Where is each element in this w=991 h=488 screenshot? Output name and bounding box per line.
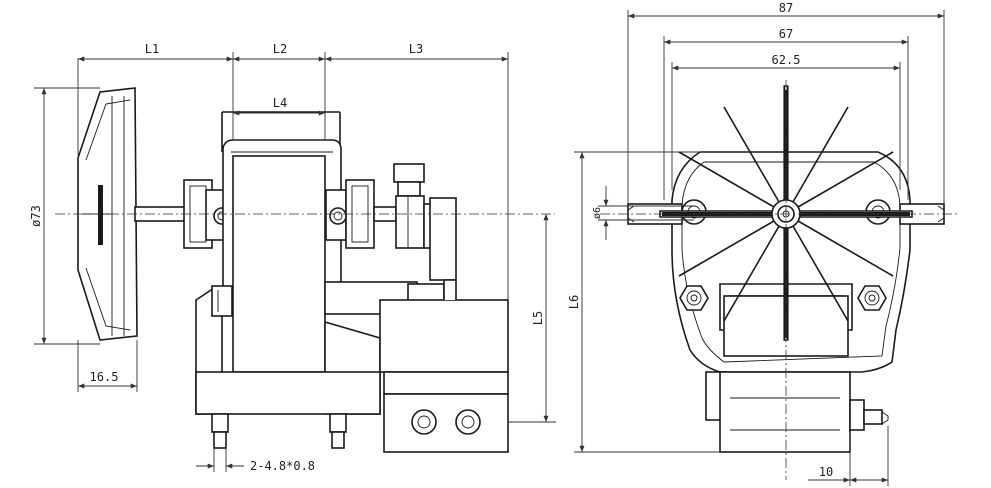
- dimension-10: 10: [808, 426, 889, 486]
- label-dia6: ø6: [592, 207, 603, 219]
- dimension-l1-l2-l3: L1 L2 L3: [77, 42, 509, 300]
- side-view: L1 L2 L3 L4 ø73 16.5 L5: [29, 42, 556, 473]
- stator-coil: [222, 139, 342, 373]
- dimension-16-5: 16.5: [77, 340, 138, 392]
- label-87: 87: [779, 1, 793, 15]
- dimension-l6: L6: [567, 151, 720, 453]
- dimension-67: 67: [663, 27, 909, 200]
- dimension-terminals: 2-4.8*0.8: [196, 448, 315, 473]
- dimension-dia73: ø73: [29, 87, 100, 345]
- label-dia73: ø73: [29, 205, 43, 227]
- label-62-5: 62.5: [772, 53, 801, 67]
- label-l2: L2: [273, 42, 287, 56]
- label-l6: L6: [567, 295, 581, 309]
- front-view: 87 67 62.5 ø6 L6: [567, 1, 960, 486]
- label-terminals: 2-4.8*0.8: [250, 459, 315, 473]
- dimension-62-5: 62.5: [671, 53, 901, 190]
- label-l3: L3: [409, 42, 423, 56]
- dimension-l5: L5: [508, 214, 556, 423]
- label-l1: L1: [145, 42, 159, 56]
- label-l4: L4: [273, 96, 287, 110]
- front-terminal: [849, 399, 889, 431]
- dimension-87: 87: [627, 1, 945, 204]
- label-67: 67: [779, 27, 793, 41]
- label-16-5: 16.5: [90, 370, 119, 384]
- connection-terminals: [211, 413, 347, 449]
- thermal-cutout: [393, 163, 457, 281]
- dimension-dia6: ø6: [592, 186, 694, 240]
- lower-housing: [195, 279, 509, 453]
- front-coil: [705, 283, 853, 453]
- lower-nuts: [679, 285, 887, 311]
- dimension-l4: L4: [233, 96, 325, 116]
- label-10: 10: [819, 465, 833, 479]
- label-l5: L5: [531, 311, 545, 325]
- fan-hub-side: [77, 87, 138, 341]
